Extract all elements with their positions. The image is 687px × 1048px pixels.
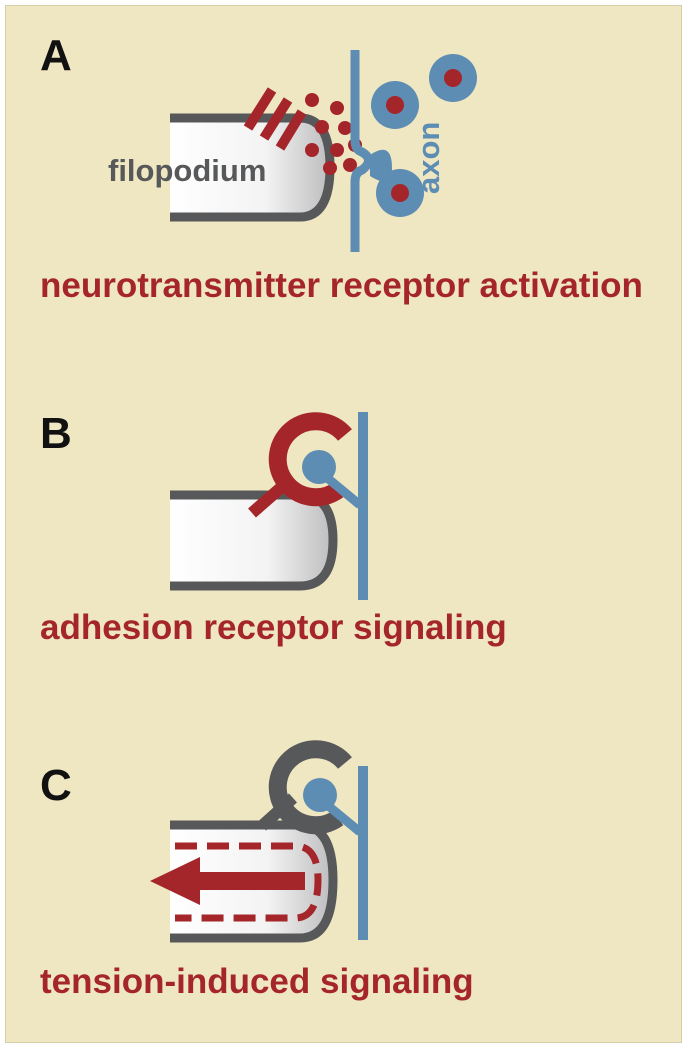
filopodium-label: filopodium (108, 153, 267, 188)
axon-a (350, 50, 373, 252)
adhesion-receptor-cup-c (268, 740, 352, 835)
panel-a-diagram (170, 50, 477, 252)
filopodium-b (170, 495, 333, 586)
axon-ligand-stem-c (323, 800, 363, 836)
receptor-bar-2 (259, 97, 293, 141)
receptor-bar-1 (243, 87, 277, 131)
panel-c-diagram (150, 740, 368, 943)
axon-ligand-stem-b (322, 472, 363, 509)
filopodium-a (170, 118, 330, 217)
caption-b: adhesion receptor signaling (40, 608, 507, 647)
figure-background (5, 5, 682, 1043)
caption-a: neurotransmitter receptor activation (40, 266, 643, 305)
panel-letter-a: A (40, 31, 72, 80)
caption-c: tension-induced signaling (40, 962, 474, 1001)
tension-arrow (150, 857, 305, 905)
vesicles (370, 54, 477, 217)
panel-b-diagram (170, 412, 368, 600)
panel-letter-c: C (40, 761, 72, 810)
neurotransmitter-dots (305, 93, 362, 175)
tension-dashed-outline (175, 842, 322, 922)
panel-letter-b: B (40, 409, 72, 458)
axon-label: axon (411, 121, 446, 194)
receptor-bar-3 (275, 109, 307, 151)
adhesion-receptor-cup (268, 412, 352, 507)
